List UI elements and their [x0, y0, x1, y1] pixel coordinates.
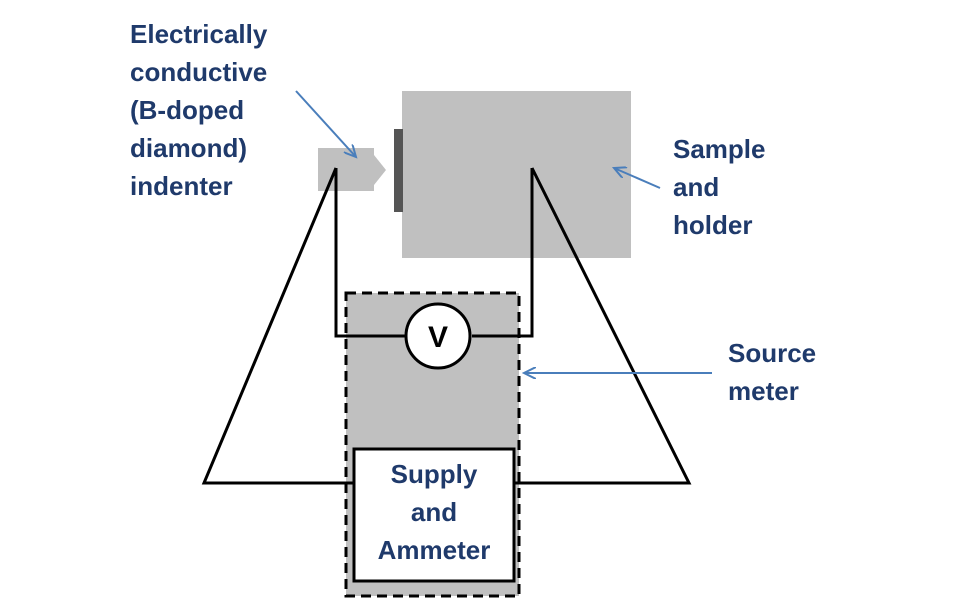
svg-text:holder: holder [673, 210, 752, 240]
svg-text:diamond): diamond) [130, 133, 247, 163]
svg-text:(B-doped: (B-doped [130, 95, 244, 125]
svg-text:Electrically: Electrically [130, 19, 268, 49]
supply-label-line-3: Ammeter [378, 535, 491, 565]
voltmeter-wire-right [472, 168, 534, 338]
svg-text:and: and [673, 172, 719, 202]
sample-label: Sample and holder [673, 134, 766, 240]
supply-label-line-2: and [411, 497, 457, 527]
supply-label-line-1: Supply [391, 459, 478, 489]
voltmeter-wire-left [334, 168, 405, 338]
svg-text:meter: meter [728, 376, 799, 406]
voltmeter-symbol: V [428, 321, 448, 354]
svg-text:Source: Source [728, 338, 816, 368]
svg-text:indenter: indenter [130, 171, 233, 201]
sample-arrow [614, 168, 661, 189]
indenter-label: Electrically conductive (B-doped diamond… [130, 19, 268, 201]
supply-wire-right [514, 167, 692, 485]
supply-wire-left [201, 167, 354, 485]
svg-text:conductive: conductive [130, 57, 267, 87]
indenter-arrow [295, 90, 356, 157]
sample-contact-strip [394, 129, 403, 212]
svg-text:Sample: Sample [673, 134, 766, 164]
supply-ammeter-box [352, 447, 516, 583]
sample-holder-block [402, 91, 631, 258]
voltmeter [404, 302, 472, 370]
source-meter-label: Source meter [728, 338, 816, 406]
